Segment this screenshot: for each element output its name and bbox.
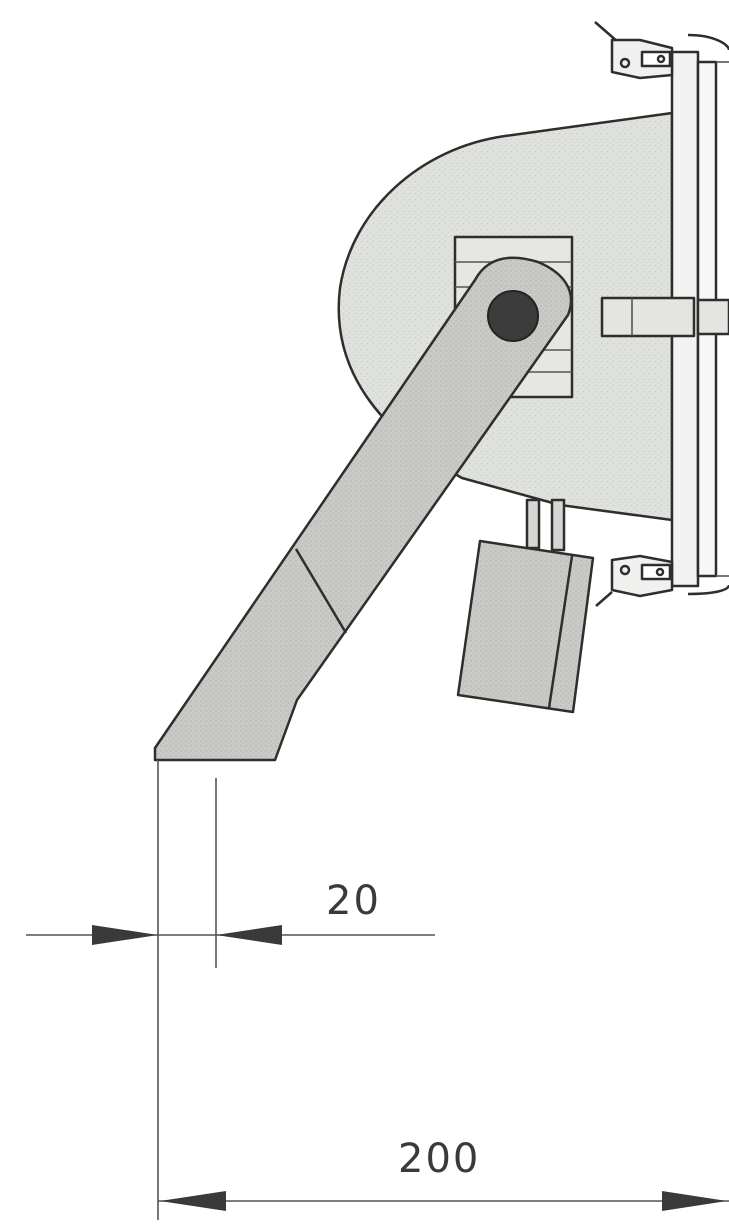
width-dimension-label: 200 (398, 1136, 480, 1182)
bottom-bracket (595, 554, 674, 607)
dimension-width: 200 (158, 1136, 729, 1211)
arrow-left-head (216, 925, 282, 945)
pivot-bolt (487, 290, 539, 342)
dimension-offset: 20 (26, 760, 435, 1220)
top-bracket (594, 21, 674, 80)
arrow-left-end (160, 1191, 226, 1211)
arrow-right-head (92, 925, 158, 945)
counterweight (456, 498, 595, 714)
arrow-right-end (662, 1191, 727, 1211)
shaft-pin (600, 296, 729, 338)
swing-arm (153, 256, 573, 762)
offset-dimension-label: 20 (326, 878, 381, 924)
